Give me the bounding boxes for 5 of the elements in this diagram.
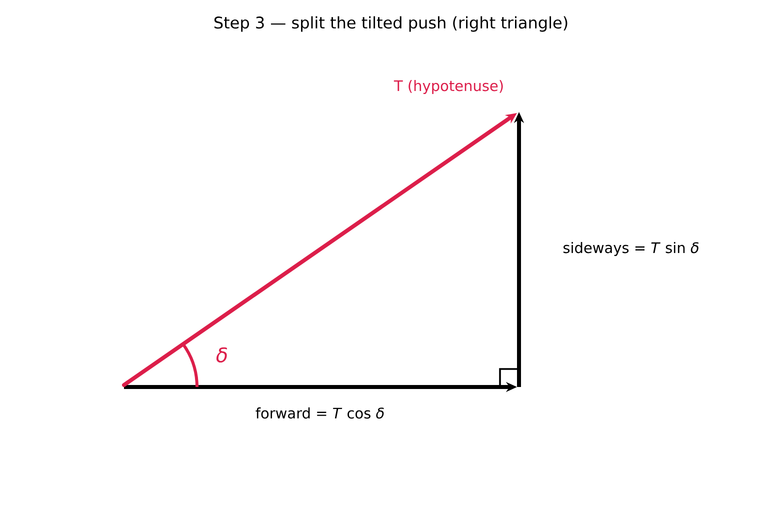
component-label: forward = T cos δ bbox=[256, 407, 384, 419]
component-label: sideways = T sin δ bbox=[563, 242, 699, 256]
vector-label: T (hypotenuse) bbox=[394, 80, 503, 94]
angle-label: δ bbox=[216, 347, 228, 363]
title: Step 3 — split the tilted push (right triangle) bbox=[214, 16, 568, 32]
